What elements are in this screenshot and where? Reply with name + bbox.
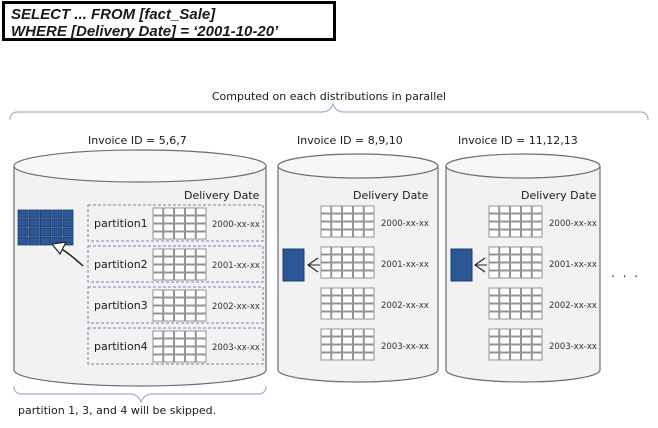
partition-grid [152,330,207,363]
partition-grid [488,246,543,279]
invoice-label-2: Invoice ID = 8,9,10 [297,134,403,147]
partition-label: partition3 [94,299,148,312]
partition-date: 2002-xx-xx [212,302,260,312]
partition-date: 2001-xx-xx [549,260,597,270]
query-line-select: SELECT ... FROM [fact_Sale] [11,6,216,23]
partition-date: 2001-xx-xx [212,261,260,271]
partition-box [87,327,264,365]
partition-grid [320,287,375,320]
selected-grid [17,209,74,246]
partition-date: 2001-xx-xx [381,260,429,270]
delivery-date-header-1: Delivery Date [184,189,260,202]
partition-grid [320,246,375,279]
delivery-date-header-2: Delivery Date [353,189,429,202]
selected-rows-block-1 [17,209,74,246]
partition-box [87,204,264,242]
partition-date: 2002-xx-xx [381,301,429,311]
partition-label: partition1 [94,217,148,230]
left-arrow-icon [307,257,320,273]
partition-date: 2000-xx-xx [549,219,597,229]
partition-grid [320,328,375,361]
parallel-caption: Computed on each distributions in parall… [211,90,447,103]
partition-label: partition4 [94,340,148,353]
sql-query-box: SELECT ... FROM [fact_Sale] WHERE [Deliv… [2,1,336,41]
partition-grid [488,287,543,320]
partition-box [87,286,264,324]
partition-date: 2003-xx-xx [212,343,260,353]
partition-box [87,245,264,283]
bottom-brace [13,385,267,404]
delivery-date-header-3: Delivery Date [521,189,597,202]
invoice-label-1: Invoice ID = 5,6,7 [88,134,187,147]
partition-grid [320,205,375,238]
arrowhead-icon [50,241,68,256]
selected-rows-block-2 [282,248,305,282]
selected-rows-block-3 [450,248,473,282]
partition-label: partition2 [94,258,148,271]
partition-grid [488,205,543,238]
partition-grid [152,207,207,240]
partition-grid [152,248,207,281]
more-distributions-ellipsis: . . . [611,266,641,280]
partition-date: 2002-xx-xx [549,301,597,311]
partition-grid [152,289,207,322]
top-brace [9,102,649,121]
skip-caption: partition 1, 3, and 4 will be skipped. [18,404,217,417]
partition-date: 2003-xx-xx [549,342,597,352]
query-line-where: WHERE [Delivery Date] = ‘2001-10-20’ [11,23,279,40]
partition-date: 2003-xx-xx [381,342,429,352]
partition-grid [488,328,543,361]
partition-date: 2000-xx-xx [212,220,260,230]
left-arrow-icon [474,257,487,273]
invoice-label-3: Invoice ID = 11,12,13 [458,134,578,147]
partition-date: 2000-xx-xx [381,219,429,229]
